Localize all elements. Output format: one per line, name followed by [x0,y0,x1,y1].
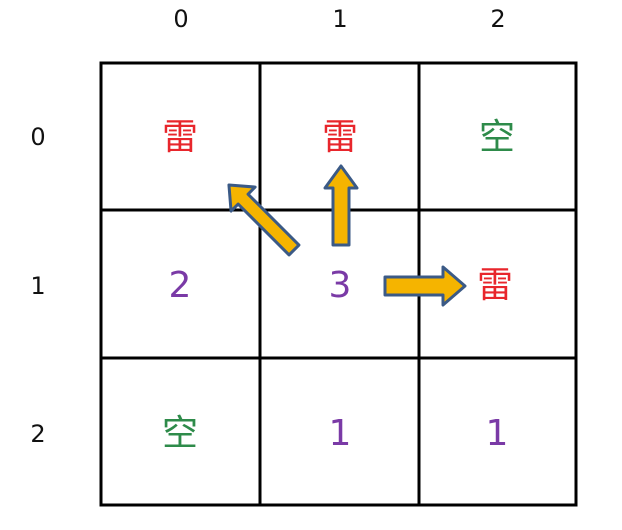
cell-2-1: 1 [329,413,352,454]
cell-1-1: 3 [329,265,352,306]
cell-1-2: 雷 [477,265,513,306]
column-header-2: 2 [490,5,505,33]
grid-border [99,61,578,507]
row-header-1: 1 [30,272,45,300]
grid [99,61,578,507]
cells: 雷 雷 空 2 3 雷 空 1 1 [162,117,515,454]
cell-2-2: 1 [486,413,509,454]
row-header-2: 2 [30,420,45,448]
arrow-to-cell-0-1 [323,164,359,247]
row-header-0: 0 [30,123,45,151]
cell-2-0: 空 [162,413,198,454]
column-header-1: 1 [332,5,347,33]
row-headers: 0 1 2 [30,123,45,448]
cell-0-1: 雷 [322,117,358,158]
arrow-to-cell-1-2 [383,265,467,307]
column-headers: 0 1 2 [173,5,505,33]
cell-0-0: 雷 [162,117,198,158]
cell-0-2: 空 [479,117,515,158]
arrows [227,164,467,307]
cell-1-0: 2 [169,265,192,306]
arrow-to-cell-0-0 [227,183,301,257]
column-header-0: 0 [173,5,188,33]
